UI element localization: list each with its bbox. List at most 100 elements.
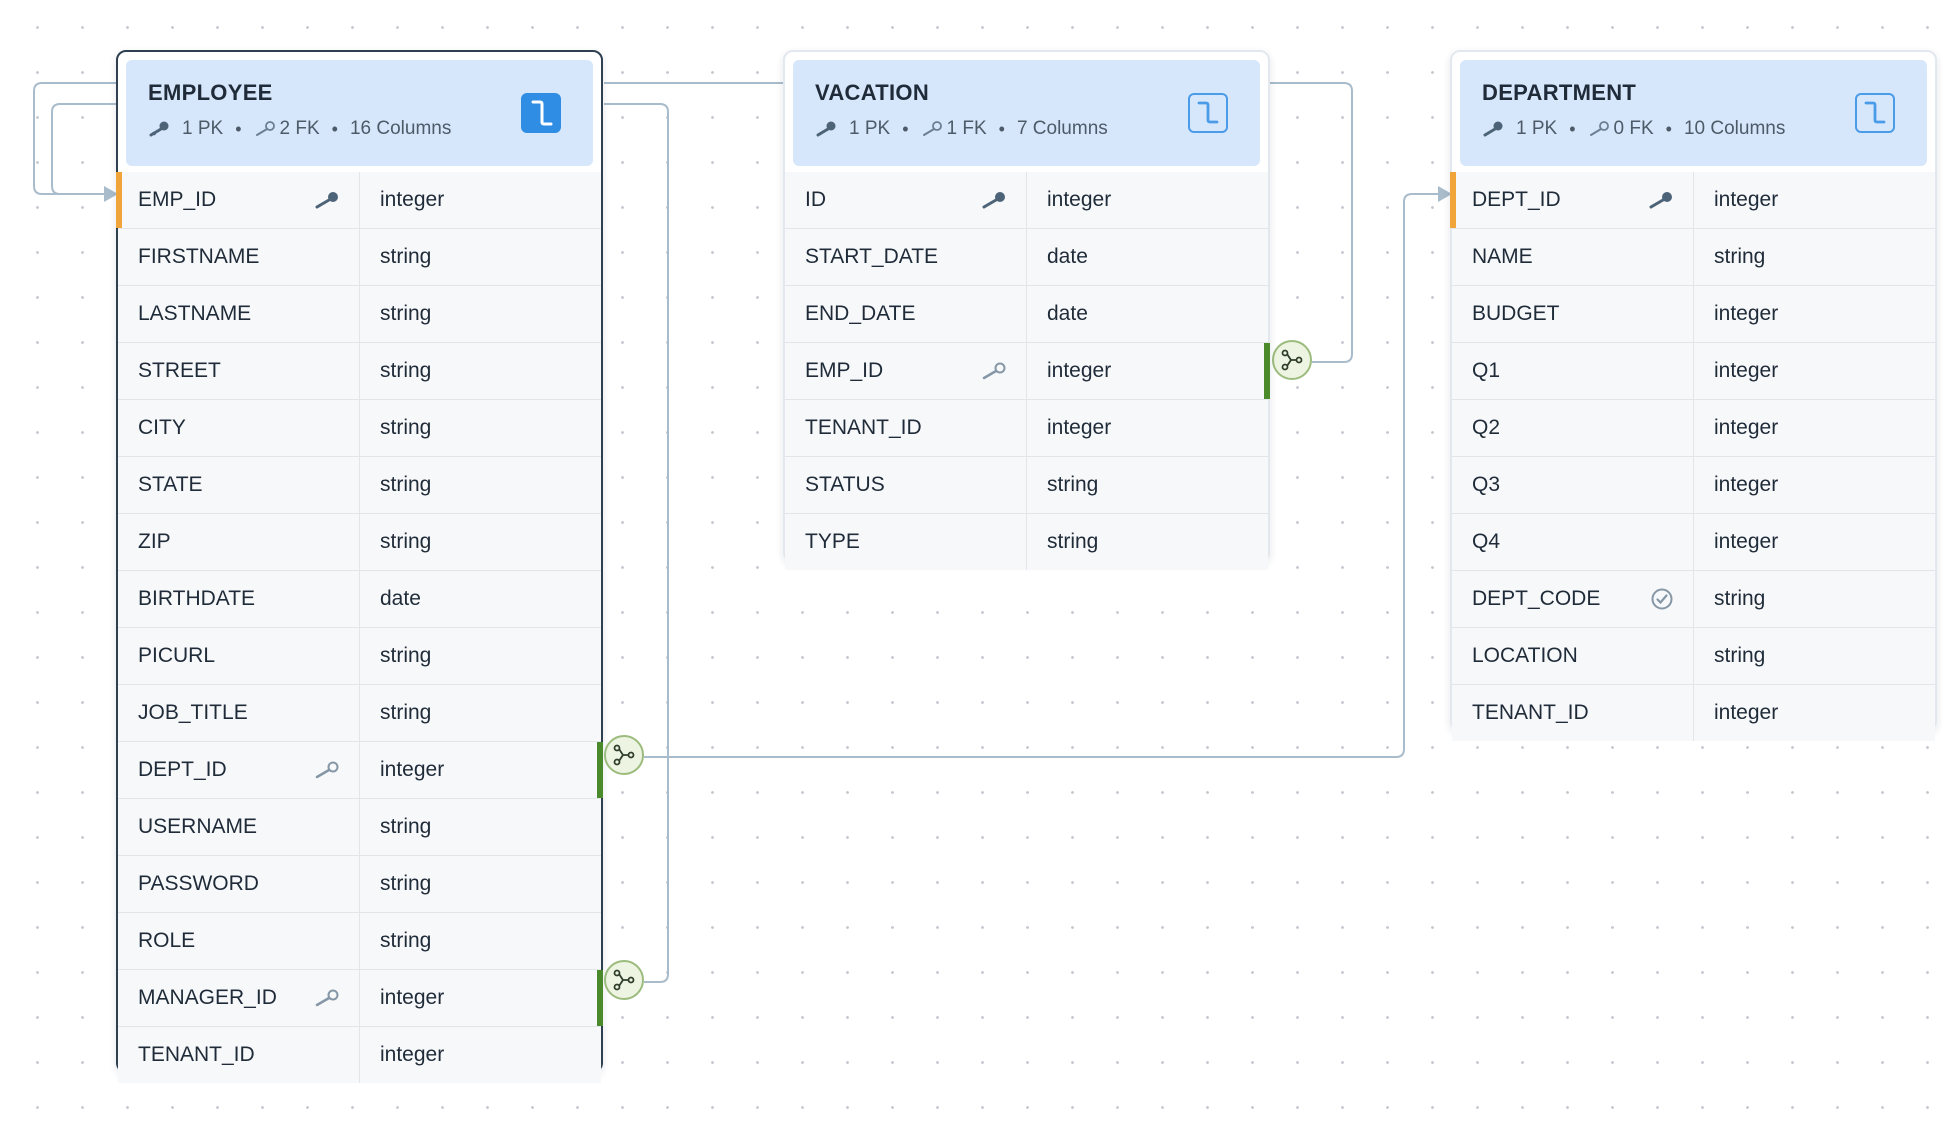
column-type: string xyxy=(1714,644,1766,667)
table-title: DEPARTMENT xyxy=(1482,80,1637,105)
relation-fork-icon[interactable] xyxy=(604,960,644,1000)
column-name: NAME xyxy=(1472,245,1533,268)
column-type: integer xyxy=(1047,188,1112,211)
table-header-employee[interactable]: EMPLOYEE 1 PK • 2 FK • 16 Columns xyxy=(126,60,593,166)
column-row[interactable]: EMP_ID integer xyxy=(785,342,1270,399)
column-type: integer xyxy=(1714,188,1779,211)
column-row[interactable]: BUDGET integer xyxy=(1452,285,1935,342)
column-type: string xyxy=(380,644,432,667)
column-name: ROLE xyxy=(138,929,196,952)
column-row[interactable]: DEPT_ID integer xyxy=(118,741,603,798)
column-name: TYPE xyxy=(805,530,860,553)
table-header-vacation[interactable]: VACATION 1 PK • 1 FK • 7 Columns xyxy=(793,60,1260,166)
column-name: Q3 xyxy=(1472,473,1501,496)
foreign-key-icon xyxy=(315,761,339,779)
column-name: TENANT_ID xyxy=(1472,701,1589,724)
separator-dot: • xyxy=(1569,118,1576,139)
connector-route-icon[interactable] xyxy=(521,93,561,133)
primary-key-icon xyxy=(315,192,338,209)
column-type: integer xyxy=(380,758,445,781)
column-row[interactable]: DEPT_ID integer xyxy=(1450,172,1935,228)
key-icon xyxy=(149,121,169,137)
column-row[interactable]: BIRTHDATE date xyxy=(118,570,601,627)
column-type: string xyxy=(1047,473,1099,496)
table-title: VACATION xyxy=(815,80,930,105)
column-name: ZIP xyxy=(138,530,171,553)
column-type: string xyxy=(380,701,432,724)
column-name: DEPT_ID xyxy=(138,758,227,781)
column-type: string xyxy=(380,359,432,382)
separator-dot: • xyxy=(1665,118,1672,139)
relation-fork-icon[interactable] xyxy=(604,735,644,775)
column-row[interactable]: EMP_ID integer xyxy=(116,172,601,228)
foreign-key-marker xyxy=(597,742,603,798)
column-name: STATUS xyxy=(805,473,885,496)
column-name: MANAGER_ID xyxy=(138,986,277,1009)
column-type: integer xyxy=(1714,359,1779,382)
table-card-employee[interactable]: EMPLOYEE 1 PK • 2 FK • 16 Columns EMP_ID… xyxy=(116,50,603,1083)
column-type: date xyxy=(380,587,421,610)
primary-key-icon xyxy=(1649,192,1672,209)
table-meta: 1 PK • 1 FK • 7 Columns xyxy=(815,118,1108,140)
column-type: string xyxy=(380,530,432,553)
table-card-vacation[interactable]: VACATION 1 PK • 1 FK • 7 Columns ID inte… xyxy=(783,50,1270,570)
column-type: integer xyxy=(380,986,445,1009)
column-type: string xyxy=(380,473,432,496)
primary-key-marker xyxy=(116,172,122,228)
column-name: STATE xyxy=(138,473,203,496)
connector-route-icon[interactable] xyxy=(1855,93,1895,133)
column-row[interactable]: STATE string xyxy=(118,456,601,513)
column-type: string xyxy=(380,302,432,325)
fk-count: 0 FK xyxy=(1613,118,1654,139)
column-name: TENANT_ID xyxy=(805,416,922,439)
column-name: BIRTHDATE xyxy=(138,587,256,610)
column-name: CITY xyxy=(138,416,186,439)
relation-fork-icon[interactable] xyxy=(1272,340,1312,380)
table-header-department[interactable]: DEPARTMENT 1 PK • 0 FK • 10 Columns xyxy=(1460,60,1927,166)
column-name: BUDGET xyxy=(1472,302,1560,325)
connector-route-icon[interactable] xyxy=(1188,93,1228,133)
column-name: START_DATE xyxy=(805,245,939,268)
separator-dot: • xyxy=(331,118,338,139)
column-row[interactable]: STATUS string xyxy=(785,456,1268,513)
pk-count: 1 PK xyxy=(849,118,891,139)
column-row[interactable]: ZIP string xyxy=(118,513,601,570)
key-icon xyxy=(816,121,836,137)
column-row[interactable]: ID integer xyxy=(785,172,1268,228)
pk-count: 1 PK xyxy=(1516,118,1558,139)
column-row[interactable]: MANAGER_ID integer xyxy=(118,969,603,1026)
table-card-department[interactable]: DEPARTMENT 1 PK • 0 FK • 10 Columns DEPT… xyxy=(1450,50,1937,741)
column-type: integer xyxy=(1714,302,1779,325)
separator-dot: • xyxy=(902,118,909,139)
column-name: Q2 xyxy=(1472,416,1501,439)
column-row[interactable]: DEPT_CODE string xyxy=(1452,570,1935,627)
foreign-key-marker xyxy=(1264,343,1270,399)
column-type: integer xyxy=(1714,530,1779,553)
column-type: integer xyxy=(380,1043,445,1066)
key-icon xyxy=(1483,121,1503,137)
column-type: integer xyxy=(1047,359,1112,382)
